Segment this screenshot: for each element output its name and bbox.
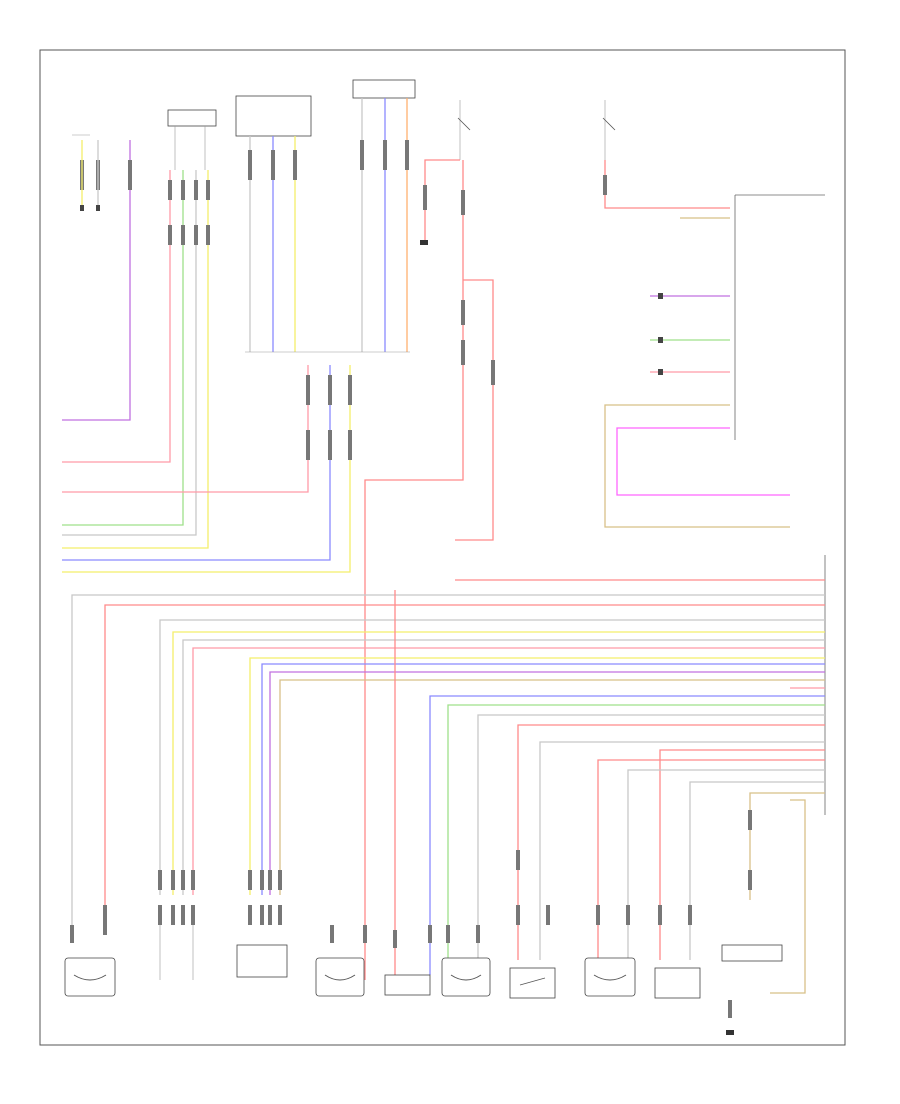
bus-17 (539, 741, 825, 960)
bottom-sensor-3 (236, 944, 288, 978)
bus-20 (627, 769, 825, 960)
wire-s2-c (62, 170, 197, 536)
top-module-b (352, 79, 416, 99)
ground-symbol-top-left (420, 240, 428, 245)
bus-4 (159, 619, 825, 895)
bus-8 (249, 657, 825, 895)
bottom-valve-3 (441, 957, 491, 997)
bottom-sensor-5 (654, 967, 701, 999)
diagram-frame (39, 49, 846, 1046)
bus-13 (429, 695, 825, 975)
bus-9 (261, 663, 825, 895)
bus-14 (447, 704, 825, 975)
wire-relay-ground (424, 159, 460, 240)
top-left-sensor (72, 134, 100, 211)
bus-3 (104, 604, 825, 930)
bus-23 (770, 799, 806, 994)
bottom-valve-1 (315, 957, 365, 997)
bottom-ground-switch (721, 944, 783, 1035)
bottom-connector-plugs (70, 810, 752, 1018)
wire-s2-a (62, 170, 171, 463)
wire-relay2-ecm (604, 160, 730, 209)
wire-tan-loop (604, 404, 790, 528)
wire-junction-red (62, 365, 309, 493)
bus-18 (659, 749, 825, 960)
bus-2 (71, 594, 825, 930)
wire-s2-d (62, 170, 209, 549)
bottom-sensor-2 (159, 925, 194, 980)
ecm-module (734, 194, 825, 440)
bus-19 (597, 759, 825, 960)
wire-relay-loop (455, 279, 494, 541)
bus-21 (689, 781, 825, 960)
top-multi-pin-sensor (167, 109, 217, 170)
relay-top-right (602, 100, 616, 160)
bottom-switch (509, 967, 556, 999)
bus-22 (749, 792, 825, 900)
bus-16 (517, 724, 825, 960)
relay-top-center (457, 100, 471, 160)
bottom-valve-2 (384, 974, 431, 996)
bus-5 (172, 631, 825, 895)
bottom-valve-4 (584, 957, 636, 997)
bus-11 (279, 679, 825, 895)
bottom-sensor-1 (64, 957, 116, 997)
wire-s2-b (62, 170, 184, 526)
bus-15 (477, 714, 825, 975)
bus-10 (269, 671, 825, 895)
bus-6 (182, 639, 825, 895)
wire-magenta-loop (616, 427, 790, 496)
bus-7 (192, 647, 825, 895)
top-module-a (235, 95, 312, 137)
wire-purple-left (62, 140, 131, 421)
